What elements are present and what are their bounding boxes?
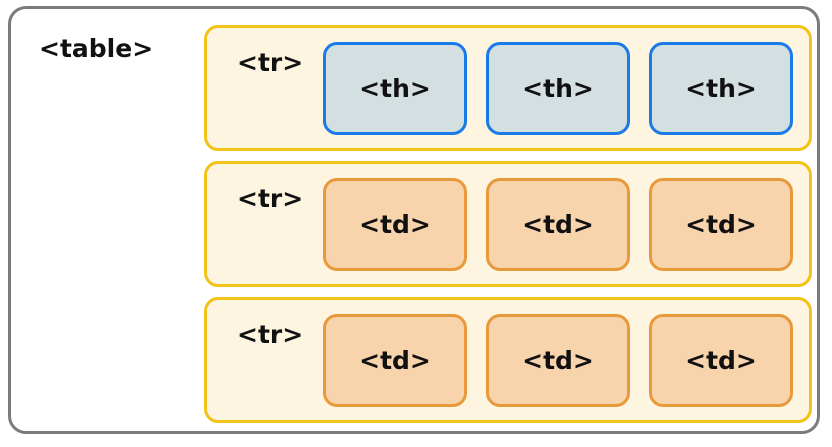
data-row-box: <tr> <td> <td> <td> — [204, 161, 812, 287]
data-cell: <td> — [486, 314, 630, 407]
row-label: <tr> — [237, 320, 304, 349]
data-cell: <td> — [323, 178, 467, 271]
table-element-box: <table> <tr> <th> <th> <th> <tr> <td> <t… — [8, 6, 820, 434]
table-label: <table> — [39, 34, 154, 63]
data-row-box: <tr> <td> <td> <td> — [204, 297, 812, 423]
row-label: <tr> — [237, 184, 304, 213]
data-cell: <td> — [649, 314, 793, 407]
header-cell: <th> — [649, 42, 793, 135]
header-cell: <th> — [323, 42, 467, 135]
data-cell: <td> — [323, 314, 467, 407]
header-row-box: <tr> <th> <th> <th> — [204, 25, 812, 151]
row-label: <tr> — [237, 48, 304, 77]
data-cell: <td> — [486, 178, 630, 271]
header-cell: <th> — [486, 42, 630, 135]
data-cell: <td> — [649, 178, 793, 271]
